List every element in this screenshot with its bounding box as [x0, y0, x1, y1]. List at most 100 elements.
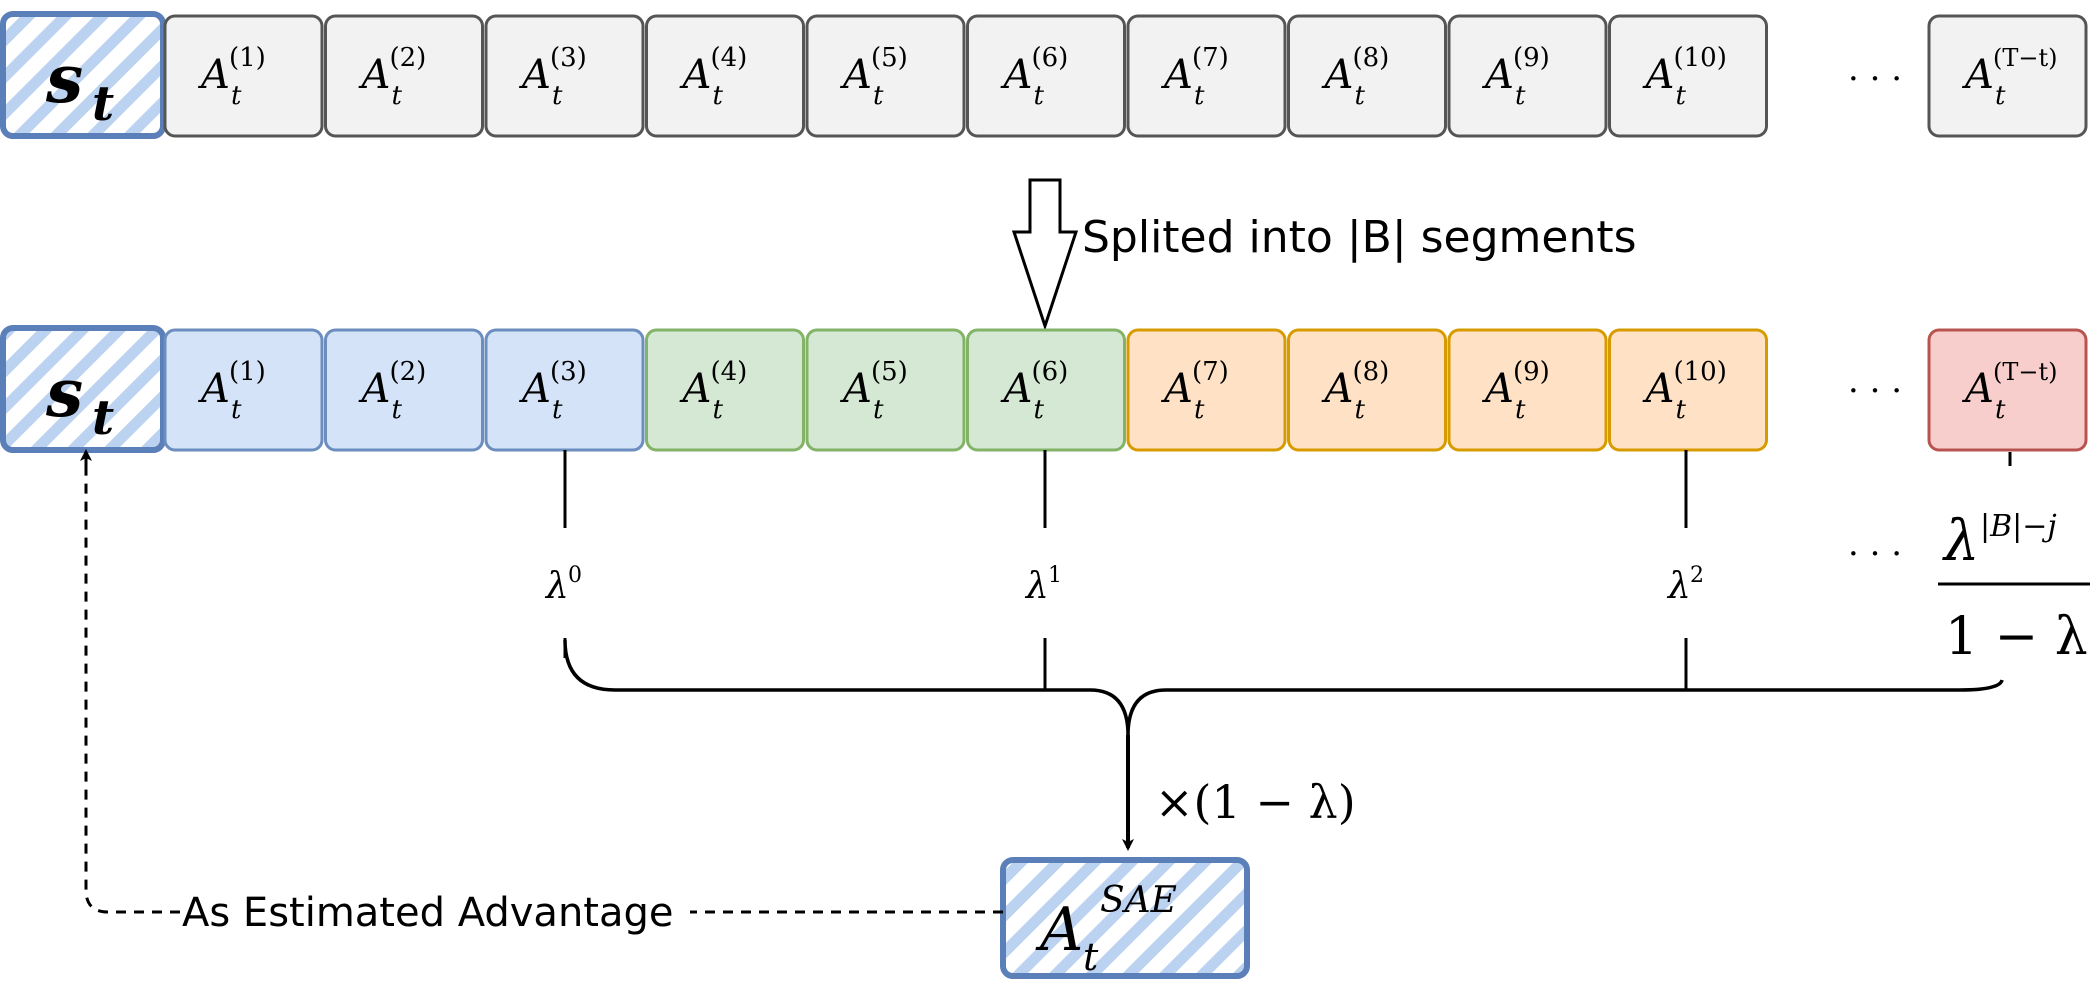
- cell-subscript: t: [713, 81, 724, 111]
- cell-superscript: (10): [1674, 43, 1727, 73]
- cell-base: A: [1160, 366, 1193, 412]
- bottom-state-subscript: t: [92, 390, 114, 446]
- cell-subscript: t: [231, 81, 242, 111]
- cell-base: A: [1642, 52, 1675, 98]
- feedback-label: As Estimated Advantage: [182, 890, 673, 936]
- cell-superscript: (1): [229, 43, 266, 73]
- sae-base: A: [1035, 895, 1083, 965]
- cell-superscript: (7): [1192, 357, 1229, 387]
- cell-subscript: t: [713, 395, 724, 425]
- cell-superscript: (3): [550, 43, 587, 73]
- sae-superscript: SAE: [1100, 880, 1177, 921]
- cell-subscript: t: [873, 81, 884, 111]
- cell-base: A: [1000, 366, 1033, 412]
- top-ellipsis: · · ·: [1848, 59, 1902, 99]
- cell-base: A: [679, 52, 712, 98]
- cell-subscript: t: [1995, 395, 2006, 425]
- cell-base: A: [1481, 366, 1514, 412]
- split-arrow: [1011, 178, 1079, 331]
- weight-connectors: λ 0 λ 1 λ 2 · · · λ |B|−j 1 − λ: [544, 450, 2090, 690]
- cell-superscript: (7): [1192, 43, 1229, 73]
- cell-superscript: (8): [1353, 357, 1390, 387]
- cell-base: A: [358, 366, 391, 412]
- cell-superscript: (10): [1674, 357, 1727, 387]
- svg-text:λ: λ: [544, 566, 569, 607]
- svg-text:0: 0: [568, 563, 582, 588]
- svg-text:λ: λ: [1024, 566, 1049, 607]
- cell-subscript: t: [1515, 395, 1526, 425]
- cell-subscript: t: [1995, 81, 2006, 111]
- bottom-state-box: s t: [0, 325, 166, 453]
- cell-superscript: (8): [1353, 43, 1390, 73]
- cell-base: A: [197, 52, 230, 98]
- cell-base: A: [1481, 52, 1514, 98]
- top-state-symbol: s: [45, 40, 83, 118]
- weight-last-fraction: λ |B|−j 1 − λ: [1938, 509, 2090, 667]
- cell-subscript: t: [1355, 81, 1366, 111]
- cell-base: A: [1321, 52, 1354, 98]
- bottom-ellipsis: · · ·: [1848, 371, 1902, 411]
- cell-superscript: (9): [1513, 43, 1550, 73]
- cell-superscript: (5): [871, 43, 908, 73]
- sae-subscript: t: [1083, 935, 1099, 979]
- bottom-state-symbol: s: [45, 354, 83, 432]
- split-label: Splited into |B| segments: [1082, 212, 1637, 263]
- cell-base: A: [358, 52, 391, 98]
- cell-base: A: [1642, 366, 1675, 412]
- cell-subscript: t: [1355, 395, 1366, 425]
- cell-subscript: t: [392, 81, 403, 111]
- cell-subscript: t: [552, 81, 563, 111]
- cell-base: A: [679, 366, 712, 412]
- cell-base: A: [1000, 52, 1033, 98]
- sae-result-box: A t SAE: [1000, 857, 1250, 979]
- cell-base: A: [839, 52, 872, 98]
- cell-superscript: (T−t): [1993, 358, 2058, 386]
- cell-base: A: [839, 366, 872, 412]
- cell-superscript: (5): [871, 357, 908, 387]
- fraction-numerator-base: λ: [1942, 509, 1980, 574]
- top-state-box: s t: [0, 11, 166, 139]
- cell-superscript: (9): [1513, 357, 1550, 387]
- weight-ellipsis: · · ·: [1848, 534, 1902, 574]
- cell-subscript: t: [1194, 81, 1205, 111]
- svg-text:1: 1: [1048, 563, 1062, 588]
- cell-subscript: t: [231, 395, 242, 425]
- cell-subscript: t: [873, 395, 884, 425]
- weight-lambda-0: λ 0: [544, 563, 582, 607]
- cell-base: A: [518, 366, 551, 412]
- svg-text:λ: λ: [1666, 566, 1691, 607]
- cell-superscript: (2): [390, 43, 427, 73]
- cell-subscript: t: [392, 395, 403, 425]
- top-state-subscript: t: [92, 76, 114, 132]
- cell-base: A: [1160, 52, 1193, 98]
- summation-brace: [563, 639, 2004, 736]
- cell-superscript: (6): [1032, 357, 1069, 387]
- cell-subscript: t: [1676, 81, 1687, 111]
- fraction-denominator: 1 − λ: [1945, 607, 2088, 667]
- cell-base: A: [518, 52, 551, 98]
- cell-superscript: (1): [229, 357, 266, 387]
- weight-lambda-1: λ 1: [1024, 563, 1062, 607]
